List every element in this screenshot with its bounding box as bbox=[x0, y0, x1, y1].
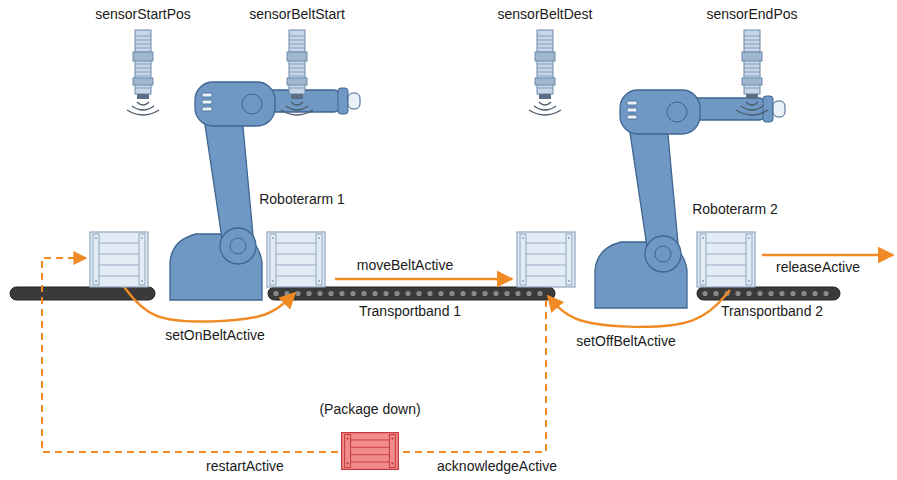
signal-name: setOffBeltActive bbox=[576, 333, 675, 350]
belt-roller bbox=[812, 291, 817, 296]
belt-roller bbox=[295, 291, 300, 296]
robot-arm bbox=[595, 90, 785, 308]
signal-name: moveBeltActive bbox=[357, 257, 453, 274]
robot-name: Roboterarm 2 bbox=[692, 201, 778, 218]
belt-roller bbox=[702, 291, 707, 296]
node-heading: (Package down) bbox=[319, 401, 420, 418]
machines bbox=[90, 30, 785, 308]
robot-arm bbox=[170, 82, 360, 300]
belt-roller bbox=[515, 291, 520, 296]
package bbox=[90, 232, 148, 287]
robot-name: Roboterarm 1 bbox=[259, 191, 345, 208]
conveyor-belt bbox=[268, 287, 555, 300]
belt-roller bbox=[273, 291, 278, 296]
sensor-name: sensorStartPos bbox=[95, 6, 191, 23]
belt-roller bbox=[350, 291, 355, 296]
belt-roller bbox=[405, 291, 410, 296]
belt-roller bbox=[317, 291, 322, 296]
belt-roller bbox=[493, 291, 498, 296]
belt-name: Transportband 1 bbox=[359, 303, 461, 320]
package bbox=[697, 232, 755, 287]
belt-roller bbox=[482, 291, 487, 296]
belt-roller bbox=[504, 291, 509, 296]
signal-name: releaseActive bbox=[776, 259, 860, 276]
belt-roller bbox=[394, 291, 399, 296]
belt-roller bbox=[801, 291, 806, 296]
conveyor-belt bbox=[697, 287, 840, 300]
belt-roller bbox=[768, 291, 773, 296]
belt-roller bbox=[471, 291, 476, 296]
proximity-sensor bbox=[127, 30, 159, 115]
belt-roller bbox=[757, 291, 762, 296]
failed-package: (Package down) bbox=[341, 432, 399, 470]
proximity-sensor bbox=[529, 30, 561, 115]
belt-roller bbox=[526, 291, 531, 296]
release-arrow bbox=[762, 254, 893, 256]
belt-roller bbox=[449, 291, 454, 296]
belt-roller bbox=[823, 291, 828, 296]
proximity-sensor bbox=[281, 30, 313, 115]
belt-roller bbox=[735, 291, 740, 296]
crate-shape bbox=[342, 433, 399, 470]
sensor-name: sensorEndPos bbox=[706, 6, 797, 23]
belt-roller bbox=[383, 291, 388, 296]
proximity-sensor bbox=[736, 30, 768, 115]
package-outline bbox=[341, 432, 399, 470]
package bbox=[517, 232, 575, 287]
belt-roller bbox=[779, 291, 784, 296]
belt-roller bbox=[438, 291, 443, 296]
belt-roller bbox=[339, 291, 344, 296]
belt-roller bbox=[460, 291, 465, 296]
belt-name: Transportband 2 bbox=[721, 303, 823, 320]
belt-roller bbox=[361, 291, 366, 296]
belt-roller bbox=[306, 291, 311, 296]
move-arrow bbox=[335, 278, 512, 280]
belt-roller bbox=[713, 291, 718, 296]
signal-name: acknowledgeActive bbox=[437, 458, 557, 475]
package bbox=[267, 232, 325, 287]
belt-roller bbox=[416, 291, 421, 296]
signal-name: restartActive bbox=[206, 458, 284, 475]
belt-roller bbox=[790, 291, 795, 296]
belt-roller bbox=[746, 291, 751, 296]
belts bbox=[10, 287, 840, 300]
belt-roller bbox=[284, 291, 289, 296]
belt-roller bbox=[537, 291, 542, 296]
sensor-name: sensorBeltDest bbox=[498, 6, 593, 23]
belt-roller bbox=[427, 291, 432, 296]
signal-name: setOnBeltActive bbox=[165, 327, 265, 344]
belt-roller bbox=[372, 291, 377, 296]
belt-roller bbox=[328, 291, 333, 296]
sensor-name: sensorBeltStart bbox=[249, 6, 345, 23]
